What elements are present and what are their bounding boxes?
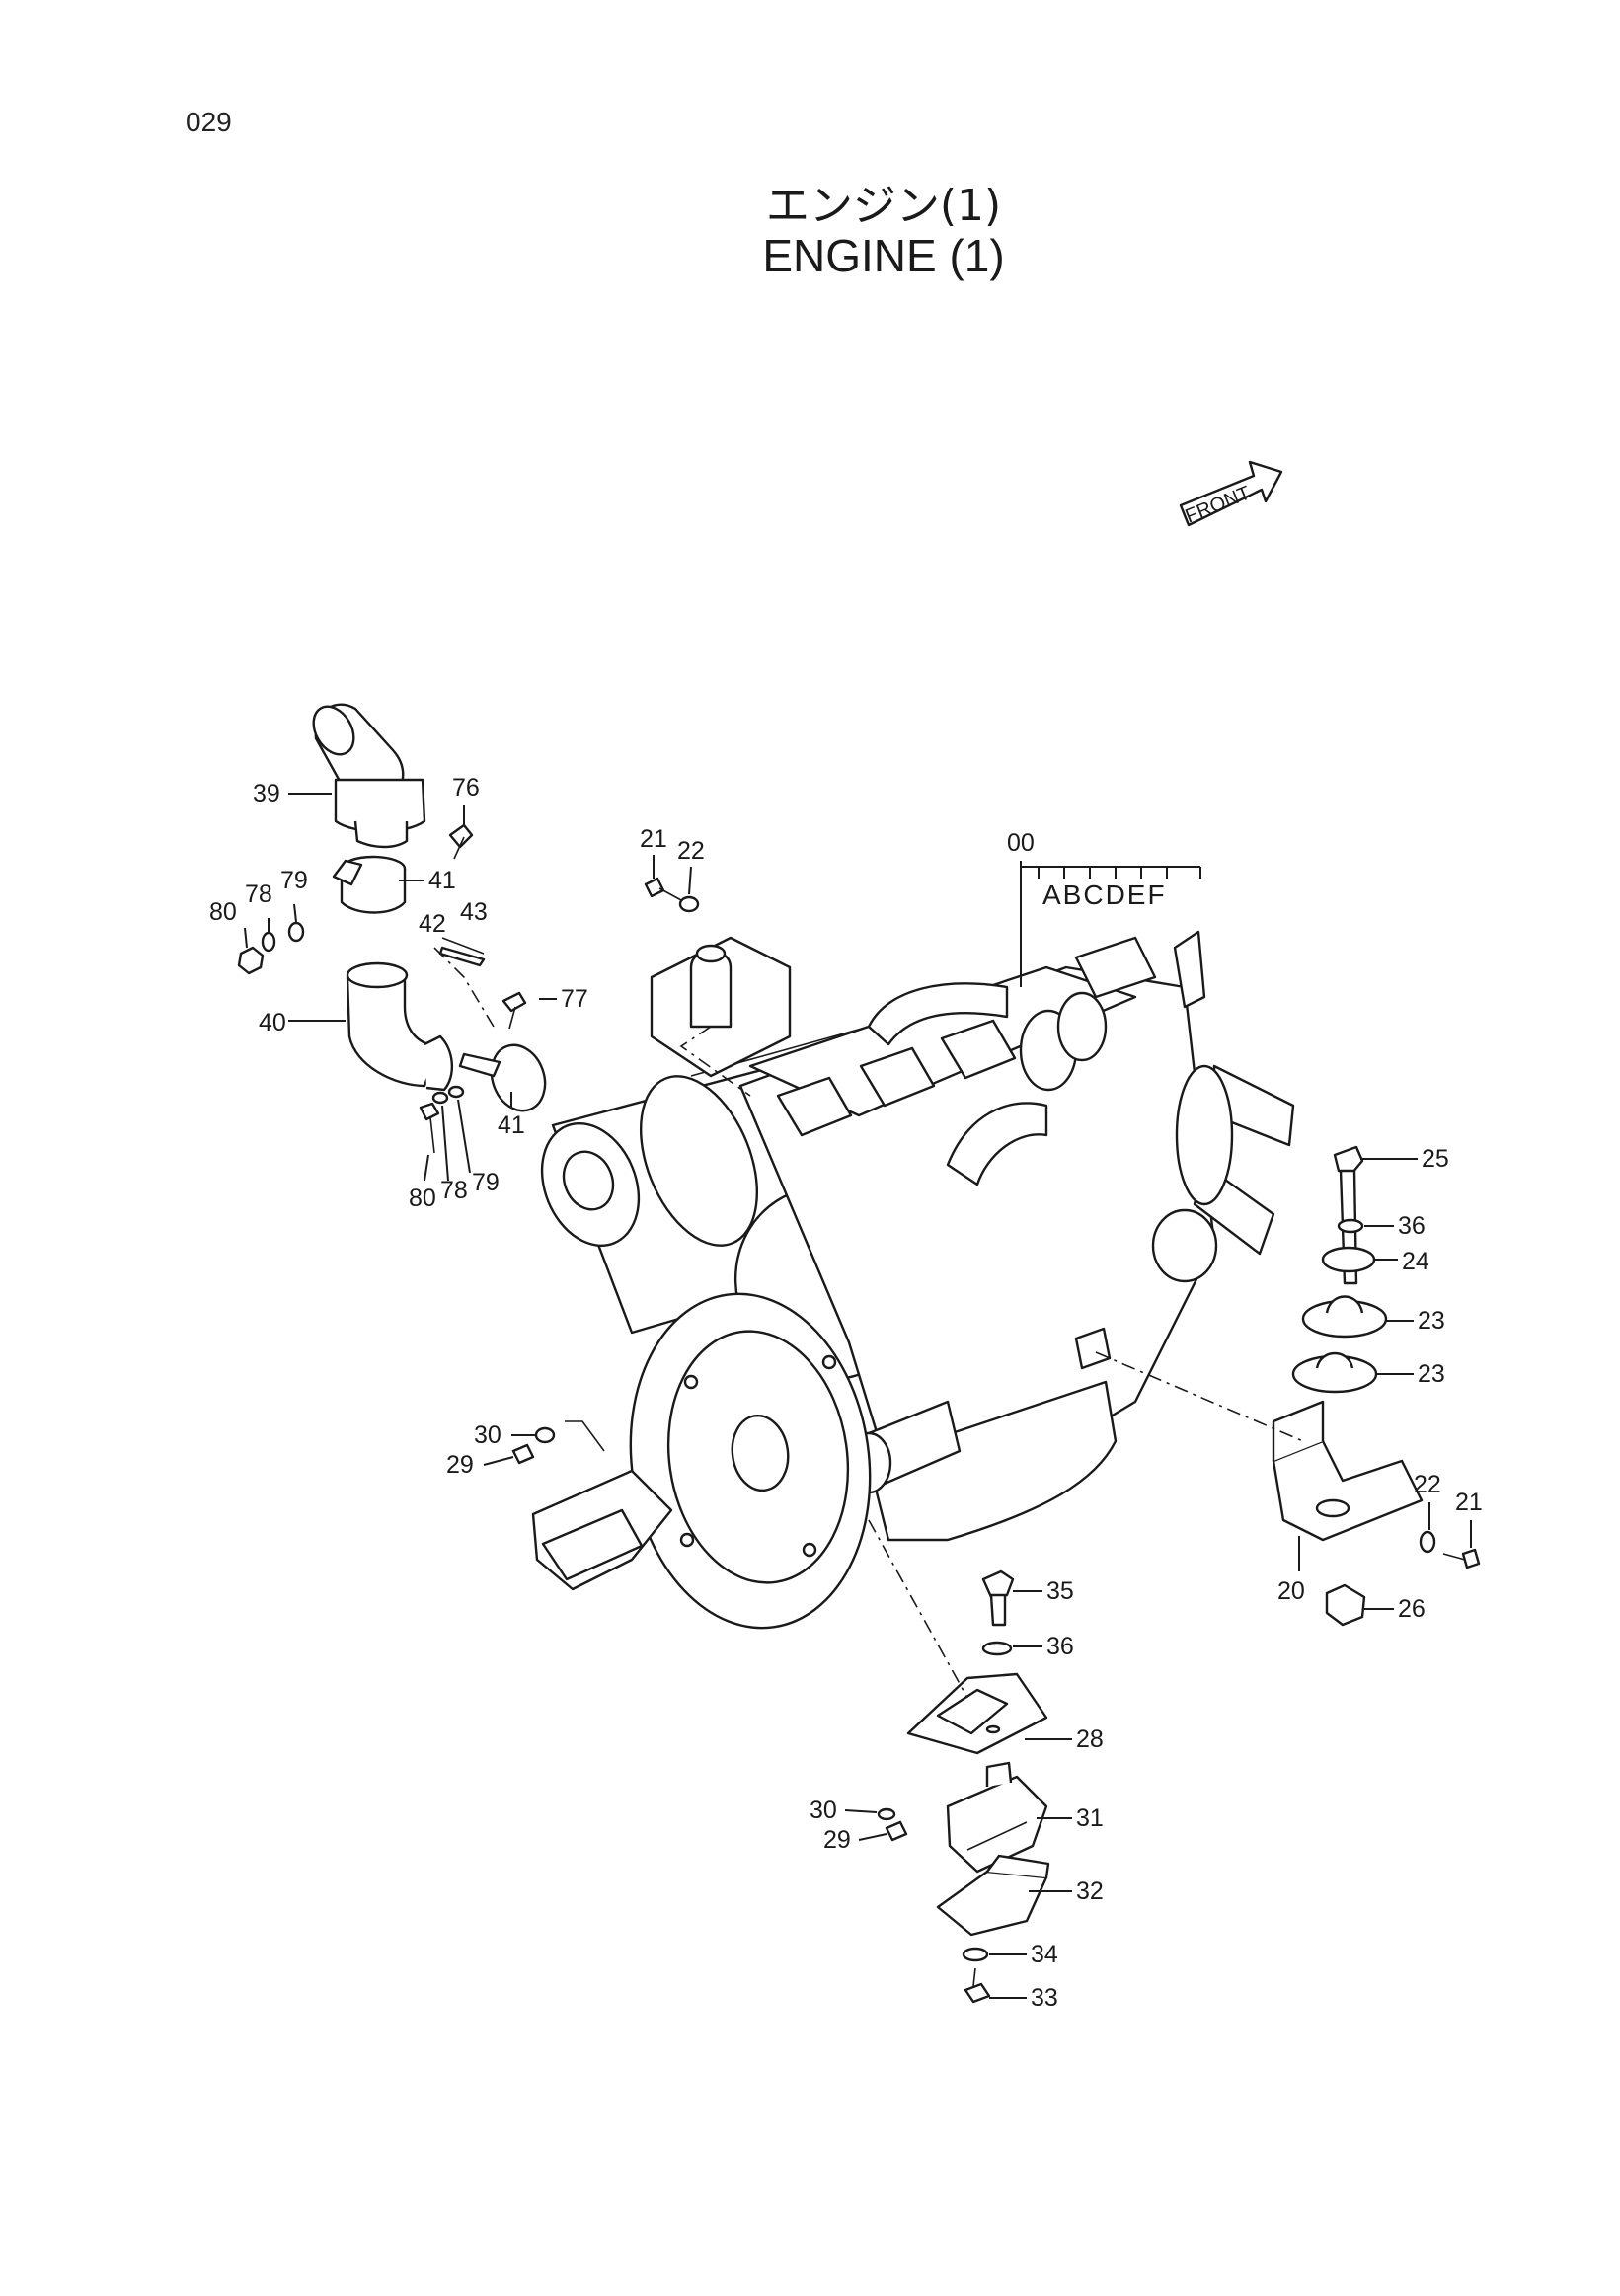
callout-41-upper: 41 xyxy=(428,867,456,894)
callout-20: 20 xyxy=(1277,1577,1305,1605)
callout-34: 34 xyxy=(1031,1941,1058,1968)
callout-22-right: 22 xyxy=(1414,1471,1441,1498)
callout-76: 76 xyxy=(452,774,480,802)
washer-79-lower xyxy=(447,1085,465,1099)
callout-79-lower: 79 xyxy=(472,1169,500,1196)
callout-39: 39 xyxy=(253,780,280,807)
nut-80-upper xyxy=(237,946,265,975)
callout-21-top: 21 xyxy=(640,825,667,853)
bolt-29-bottom xyxy=(885,1820,908,1842)
rubber-mount-23-lower xyxy=(1291,1351,1378,1394)
leader-lines xyxy=(244,793,1472,1999)
callout-80-lower: 80 xyxy=(409,1185,436,1212)
callout-79-upper: 79 xyxy=(280,867,308,894)
callout-29-bottom: 29 xyxy=(823,1826,851,1854)
callout-24: 24 xyxy=(1402,1248,1429,1275)
washer-34 xyxy=(962,1947,989,1962)
assembly-variants: ABCDEF xyxy=(1042,880,1167,910)
callout-42: 42 xyxy=(419,910,446,938)
assembly-line-intake xyxy=(433,947,495,1028)
hose-clamp-41-lower xyxy=(458,1043,547,1112)
title-english: ENGINE (1) xyxy=(762,230,1005,281)
bracket-28 xyxy=(906,1672,1048,1755)
washer-22-right xyxy=(1419,1530,1436,1554)
bolt-21-right xyxy=(1442,1548,1481,1569)
callout-36-bottom: 36 xyxy=(1046,1633,1074,1660)
callout-32: 32 xyxy=(1076,1877,1104,1905)
callout-26: 26 xyxy=(1398,1595,1426,1623)
front-arrow-icon: FRONT xyxy=(1179,460,1283,528)
page-number: 029 xyxy=(186,107,232,137)
callout-77: 77 xyxy=(561,985,588,1013)
assembly-line-top-mount xyxy=(679,1026,751,1097)
callout-78-upper: 78 xyxy=(245,880,272,908)
callout-30-left: 30 xyxy=(474,1421,501,1449)
title-japanese: エンジン(1) xyxy=(765,181,1002,231)
callout-36-right: 36 xyxy=(1398,1212,1426,1240)
screw-77 xyxy=(501,991,527,1030)
band-43 xyxy=(438,946,486,967)
bolt-80-lower xyxy=(419,1102,440,1154)
bolt-21-top xyxy=(644,877,682,901)
mount-bracket-left xyxy=(531,1420,673,1591)
callout-43: 43 xyxy=(460,898,488,926)
callout-35: 35 xyxy=(1046,1577,1074,1605)
hose-clamp-41 xyxy=(332,855,407,914)
rubber-mount-31 xyxy=(946,1761,1048,1874)
washer-36-right xyxy=(1337,1218,1364,1234)
assembly-line-right-mount xyxy=(1095,1351,1304,1442)
washer-78-lower xyxy=(431,1091,449,1105)
assembly-variant-bracket xyxy=(1020,861,1201,987)
callout-78-lower: 78 xyxy=(440,1177,468,1204)
assembly-line-bottom-mount xyxy=(868,1519,968,1699)
air-intake-elbow-39 xyxy=(312,703,426,849)
bracket-32 xyxy=(936,1854,1050,1937)
washer-30-bottom xyxy=(877,1807,896,1821)
screw-76 xyxy=(448,823,474,860)
callout-33: 33 xyxy=(1031,1984,1058,2012)
washer-30-left xyxy=(534,1426,556,1444)
callout-22-top: 22 xyxy=(677,837,705,865)
washer-79-upper xyxy=(287,921,305,943)
callout-41-lower: 41 xyxy=(498,1111,525,1139)
callout-30-bottom: 30 xyxy=(810,1797,837,1824)
callout-31: 31 xyxy=(1076,1804,1104,1832)
callout-23-upper: 23 xyxy=(1418,1307,1445,1335)
rubber-mount-23-upper xyxy=(1301,1295,1388,1339)
callout-40: 40 xyxy=(259,1009,286,1036)
plate-24 xyxy=(1321,1246,1376,1273)
callout-23-lower: 23 xyxy=(1418,1360,1445,1388)
bracket-20 xyxy=(1272,1400,1424,1542)
callout-29-left: 29 xyxy=(446,1451,474,1479)
callout-80-upper: 80 xyxy=(209,898,237,926)
engine-mount-top xyxy=(650,936,792,1078)
callout-28: 28 xyxy=(1076,1725,1104,1753)
callout-25: 25 xyxy=(1422,1145,1449,1173)
stopper-26 xyxy=(1325,1583,1366,1627)
front-label: FRONT xyxy=(1183,482,1254,527)
assembly-number: 00 xyxy=(1007,829,1035,857)
bolt-29-left xyxy=(511,1443,535,1465)
washer-78-upper xyxy=(261,931,276,953)
washer-36-bottom xyxy=(981,1641,1013,1656)
engine-assembly xyxy=(738,930,1295,1542)
washer-22-top xyxy=(678,895,700,913)
bolt-33 xyxy=(964,1967,991,2004)
callout-21-right: 21 xyxy=(1455,1489,1483,1516)
gasket-42 xyxy=(441,937,485,955)
bolt-35 xyxy=(981,1569,1015,1627)
intake-hose-40 xyxy=(346,961,454,1092)
flywheel-housing xyxy=(629,1292,872,1630)
